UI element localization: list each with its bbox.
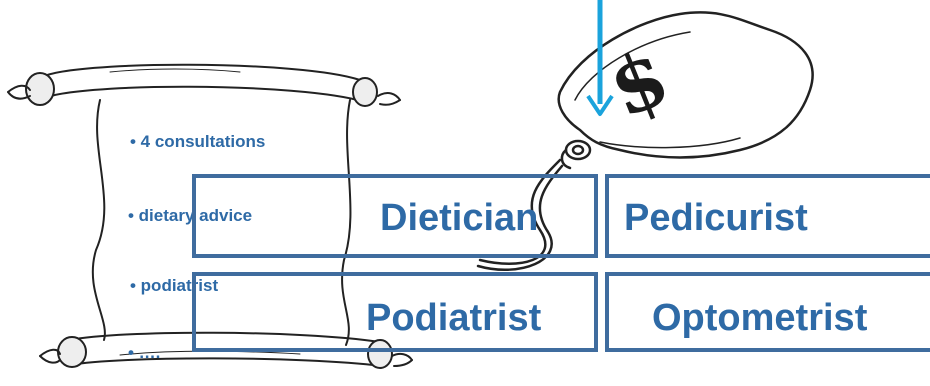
scroll-item-podiatrist: • podiatrist: [130, 276, 219, 295]
option-box-podiatrist[interactable]: [192, 272, 598, 352]
scroll-item-dietary-advice: • dietary advice: [128, 206, 253, 225]
scroll-item-consultations: • 4 consultations: [130, 132, 266, 151]
option-label-podiatrist: Podiatrist: [366, 297, 542, 339]
option-box-optometrist[interactable]: [605, 272, 930, 352]
option-label-optometrist: Optometrist: [652, 297, 868, 339]
option-label-dietician: Dietician: [380, 197, 539, 239]
option-box-dietician[interactable]: [192, 174, 598, 258]
option-box-pedicurist[interactable]: [605, 174, 930, 258]
scroll-item-more: • ….: [128, 343, 161, 362]
option-label-pedicurist: Pedicurist: [624, 197, 808, 239]
